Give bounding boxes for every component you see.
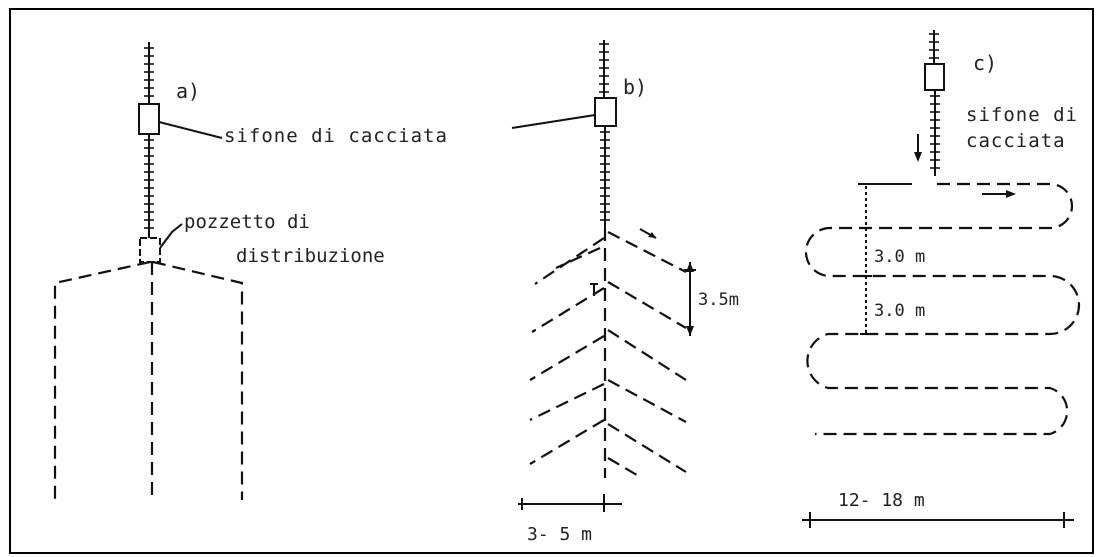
panel-c: c) sifone di cacciata 3.0 m 3.0 m 12- 18… <box>802 30 1081 528</box>
flow-arrowhead-b <box>648 232 656 238</box>
dimension-b-arrow-top <box>686 262 694 272</box>
panel-a-pipe-ticks-lower <box>144 139 154 229</box>
panel-b-pipe-ticks-lower <box>600 131 610 221</box>
lateral-b-l3 <box>529 335 605 381</box>
lateral-right <box>152 260 244 500</box>
panel-c-pipe-ticks-lower <box>930 95 940 169</box>
panel-b-pipe-ticks <box>599 43 609 93</box>
siphon-label-c-line1: sifone di <box>966 104 1078 126</box>
lateral-b-r5 <box>607 423 687 473</box>
panel-b-label: b) <box>623 75 647 99</box>
lateral-b-l5 <box>529 419 605 465</box>
panel-a-siphon-box <box>138 103 160 135</box>
panel-a: a) sifone di cacciata pozzetto di distri… <box>53 42 448 500</box>
lateral-b-l4 <box>529 383 605 421</box>
panel-a-pipe-ticks <box>144 47 154 97</box>
lateral-b-r1 <box>607 231 687 273</box>
lateral-b-r2 <box>607 281 687 329</box>
lateral-b-l2 <box>531 287 605 333</box>
panel-b-siphon-box <box>594 97 617 127</box>
spacing-label-c2: 3.0 m <box>874 301 925 321</box>
lateral-left <box>53 260 151 500</box>
figure-border <box>9 8 1094 554</box>
well-leader <box>159 223 183 249</box>
siphon-label-c-line2: cacciata <box>966 130 1066 152</box>
lateral-b-r3 <box>607 329 687 381</box>
width-label-c: 12- 18 m <box>838 490 925 511</box>
dimension-b-arrow-bottom <box>686 326 694 336</box>
panel-c-pipe-ticks <box>929 33 939 59</box>
siphon-leader-a <box>158 121 223 139</box>
flow-arrowhead-c-down <box>914 152 922 162</box>
flow-arrowhead-c-right <box>1006 190 1016 198</box>
siphon-label-a: sifone di cacciata <box>224 125 448 147</box>
panel-c-label: c) <box>973 51 997 75</box>
herringbone-laterals <box>529 231 687 479</box>
lateral-b-l1b <box>555 246 601 270</box>
panel-c-siphon-box <box>924 63 945 91</box>
well-label-line1: pozzetto di <box>184 211 310 233</box>
well-label-line2: distribuzione <box>236 245 385 267</box>
spacing-label-b: 3.5m <box>698 290 739 310</box>
panel-b: b) 3.5m <box>511 40 739 545</box>
serpentine-lateral <box>804 182 1081 436</box>
panel-a-label: a) <box>176 79 200 103</box>
spacing-label-c1: 3.0 m <box>874 247 925 267</box>
siphon-leader-b <box>511 114 596 129</box>
lateral-b-r6 <box>607 457 643 479</box>
distribution-well <box>139 237 161 263</box>
width-label-b: 3- 5 m <box>527 524 592 545</box>
lateral-b-r4 <box>607 379 687 423</box>
lateral-b-l1 <box>534 237 605 285</box>
